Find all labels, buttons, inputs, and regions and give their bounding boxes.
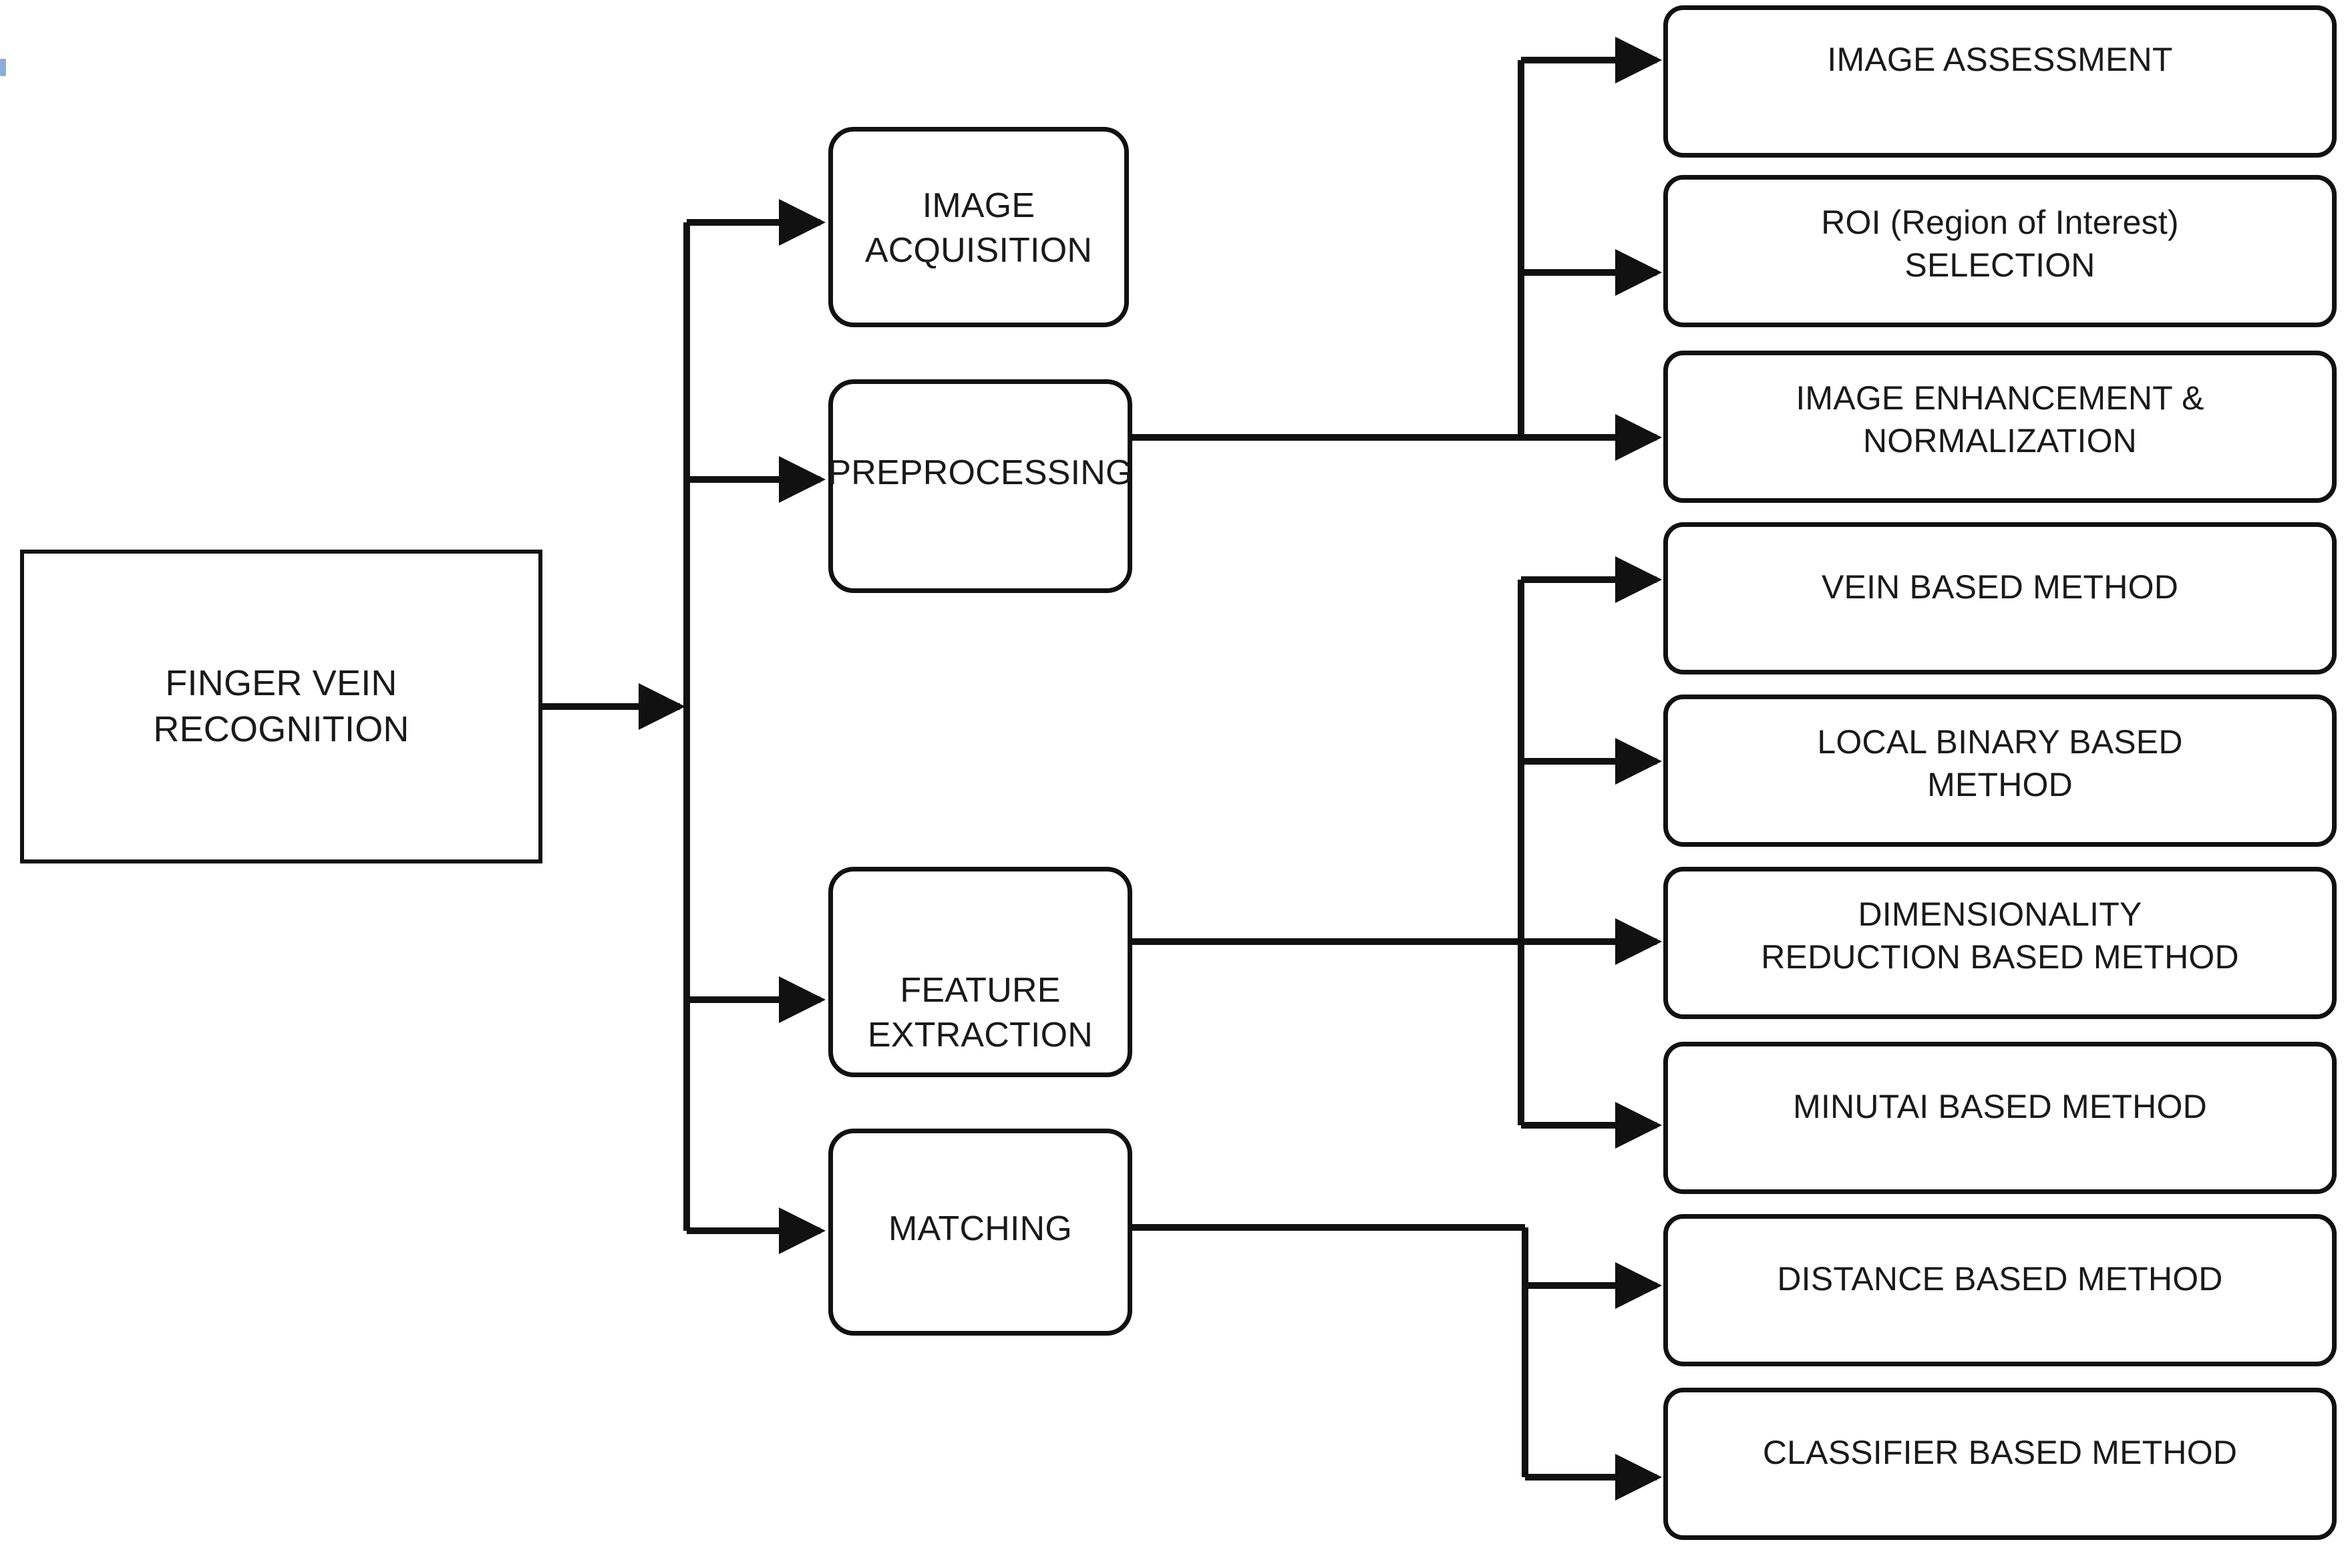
node-feature-extraction[interactable]: FEATURE EXTRACTION [828, 867, 1132, 1077]
node-label: MINUTAI BASED METHOD [1793, 1088, 2207, 1125]
node-local-binary-based-method[interactable]: LOCAL BINARY BASED METHOD [1663, 695, 2337, 847]
node-preprocessing[interactable]: PREPROCESSING [828, 379, 1132, 593]
node-roi-selection[interactable]: ROI (Region of Interest) SELECTION [1663, 175, 2337, 327]
node-label: FEATURE EXTRACTION [867, 971, 1094, 1054]
node-minutai-based-method[interactable]: MINUTAI BASED METHOD [1663, 1042, 2337, 1194]
node-label: FINGER VEIN RECOGNITION [153, 662, 409, 749]
node-label: VEIN BASED METHOD [1821, 568, 2179, 606]
node-dimensionality-reduction-based-method[interactable]: DIMENSIONALITY REDUCTION BASED METHOD [1663, 867, 2337, 1019]
node-label: LOCAL BINARY BASED METHOD [1817, 723, 2183, 803]
node-label: ROI (Region of Interest) SELECTION [1821, 204, 2179, 284]
scan-artifact [0, 59, 6, 76]
node-vein-based-method[interactable]: VEIN BASED METHOD [1663, 522, 2337, 674]
node-label: IMAGE ENHANCEMENT & NORMALIZATION [1796, 379, 2204, 459]
node-label: CLASSIFIER BASED METHOD [1762, 1434, 2238, 1471]
node-label: IMAGE ACQUISITION [864, 186, 1093, 270]
node-label: IMAGE ASSESSMENT [1827, 41, 2173, 78]
node-image-enhancement-normalization[interactable]: IMAGE ENHANCEMENT & NORMALIZATION [1663, 351, 2337, 503]
node-label: DIMENSIONALITY REDUCTION BASED METHOD [1761, 896, 2239, 976]
node-distance-based-method[interactable]: DISTANCE BASED METHOD [1663, 1214, 2337, 1366]
node-label: MATCHING [888, 1209, 1073, 1248]
node-image-assessment[interactable]: IMAGE ASSESSMENT [1663, 5, 2337, 158]
node-finger-vein-recognition[interactable]: FINGER VEIN RECOGNITION [20, 550, 542, 863]
node-image-acquisition[interactable]: IMAGE ACQUISITION [828, 127, 1129, 327]
node-classifier-based-method[interactable]: CLASSIFIER BASED METHOD [1663, 1388, 2337, 1540]
node-matching[interactable]: MATCHING [828, 1129, 1132, 1336]
node-label: PREPROCESSING [828, 453, 1133, 492]
node-label: DISTANCE BASED METHOD [1777, 1260, 2223, 1298]
